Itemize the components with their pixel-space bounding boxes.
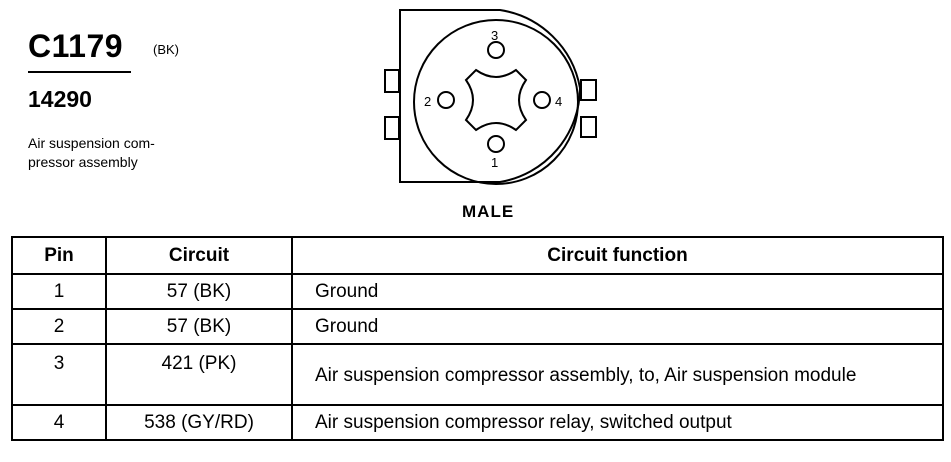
pin-label-2: 2 — [424, 94, 431, 109]
connector-face-circle — [413, 19, 579, 185]
table-row: 2 57 (BK) Ground — [11, 308, 944, 345]
table-row: 4 538 (GY/RD) Air suspension compressor … — [11, 404, 944, 441]
pin-4-socket — [533, 91, 551, 109]
locking-tab-right-upper — [580, 79, 597, 101]
title-rule — [28, 71, 131, 73]
header-pin: Pin — [11, 236, 107, 275]
header-circuit-function: Circuit function — [291, 236, 944, 275]
pin-label-1: 1 — [491, 155, 498, 170]
circuit-cell: 538 (GY/RD) — [105, 404, 293, 441]
connector-face-diagram: 3 2 4 1 — [384, 9, 597, 185]
function-cell: Ground — [291, 308, 944, 345]
pinout-table: Pin Circuit Circuit function 1 57 (BK) G… — [11, 236, 944, 441]
circuit-cell: 57 (BK) — [105, 273, 293, 310]
circuit-cell: 57 (BK) — [105, 308, 293, 345]
header-circuit: Circuit — [105, 236, 293, 275]
connector-housing — [399, 9, 582, 183]
locking-tab-left-lower — [384, 116, 400, 140]
function-cell: Air suspension compressor assembly, to, … — [291, 343, 944, 406]
locking-tab-right-lower — [580, 116, 597, 138]
connector-gender: MALE — [462, 202, 515, 221]
description-text: Air suspension com- pressor assembly — [28, 135, 155, 170]
function-cell: Air suspension compressor relay, switche… — [291, 404, 944, 441]
pin-label-4: 4 — [555, 94, 562, 109]
pin-cell: 4 — [11, 404, 107, 441]
table-row: 1 57 (BK) Ground — [11, 273, 944, 310]
pin-label-3: 3 — [491, 28, 498, 43]
pin-cell: 3 — [11, 343, 107, 406]
pin-1-socket — [487, 135, 505, 153]
part-number: 14290 — [28, 86, 92, 112]
function-cell: Ground — [291, 273, 944, 310]
table-row: 3 421 (PK) Air suspension compressor ass… — [11, 343, 944, 406]
key-cross — [464, 68, 528, 132]
pin-3-socket — [487, 41, 505, 59]
pin-cell: 1 — [11, 273, 107, 310]
locking-tab-left-upper — [384, 69, 400, 93]
circuit-cell: 421 (PK) — [105, 343, 293, 406]
connector-description: Air suspension com- pressor assembly — [28, 134, 203, 172]
connector-id: C1179 — [28, 28, 124, 64]
color-code: (BK) — [153, 42, 179, 57]
table-header-row: Pin Circuit Circuit function — [11, 236, 944, 275]
pin-2-socket — [437, 91, 455, 109]
pin-cell: 2 — [11, 308, 107, 345]
